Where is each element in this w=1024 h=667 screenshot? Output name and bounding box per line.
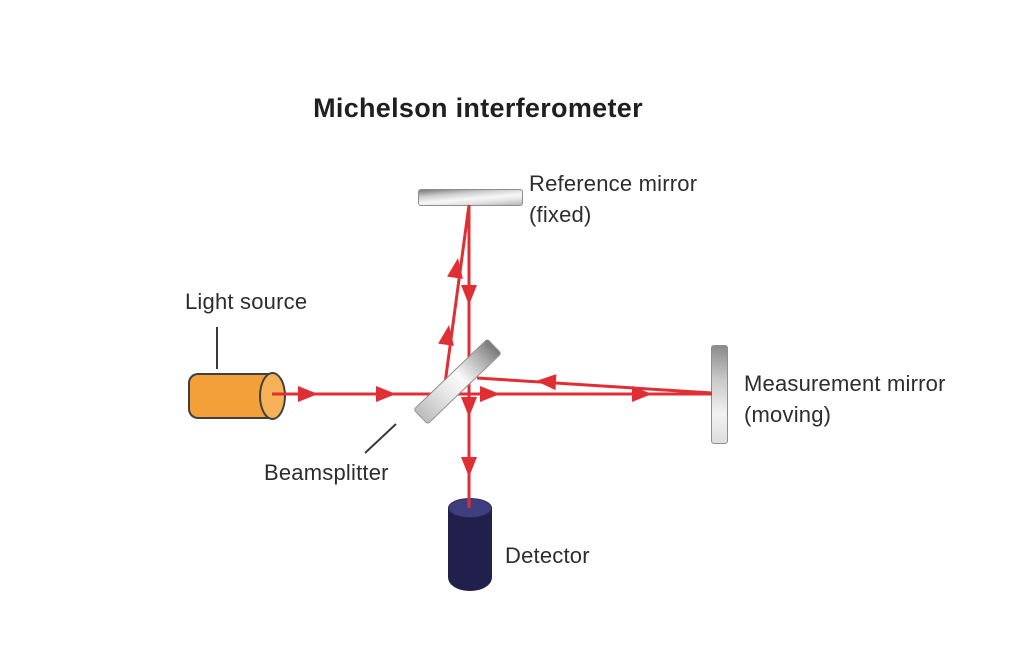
measurement-mirror-label-line2: (moving): [744, 402, 832, 427]
detector-body: [448, 507, 492, 591]
light-source-cap: [259, 372, 286, 420]
reference-mirror: [418, 189, 523, 206]
measurement-mirror-label: Measurement mirror (moving): [744, 368, 946, 430]
reference-mirror-label-line2: (fixed): [529, 202, 592, 227]
beam-return-from-measurement-mirror: [476, 376, 713, 395]
beam-arrowhead-up: [438, 325, 454, 346]
beam-arrowhead-down: [461, 285, 477, 305]
light-source-body: [188, 373, 273, 419]
beamsplitter-pointer-line: [364, 423, 397, 454]
beamsplitter-label: Beamsplitter: [264, 460, 389, 485]
beam-arrowhead-left: [536, 374, 557, 391]
beam-arrowhead-right: [298, 386, 318, 402]
beamsplitter: [413, 338, 502, 425]
measurement-mirror-label-line1: Measurement mirror: [744, 371, 946, 396]
reference-mirror-label-line1: Reference mirror: [529, 171, 698, 196]
beam-arrowhead-down: [461, 397, 477, 417]
light-source-label: Light source: [185, 289, 308, 314]
diagram-title: Michelson interferometer: [313, 93, 643, 123]
detector-top: [448, 498, 492, 518]
beam-arrowhead-right: [632, 386, 652, 402]
detector-label: Detector: [505, 543, 590, 568]
beam-arrowhead-right: [480, 386, 500, 402]
beam-arrowhead-up: [447, 258, 463, 279]
measurement-mirror: [711, 345, 728, 444]
reference-mirror-label: Reference mirror (fixed): [529, 168, 697, 230]
beam-arrowhead-right: [376, 386, 396, 402]
beam-arrowhead-down: [461, 457, 477, 477]
